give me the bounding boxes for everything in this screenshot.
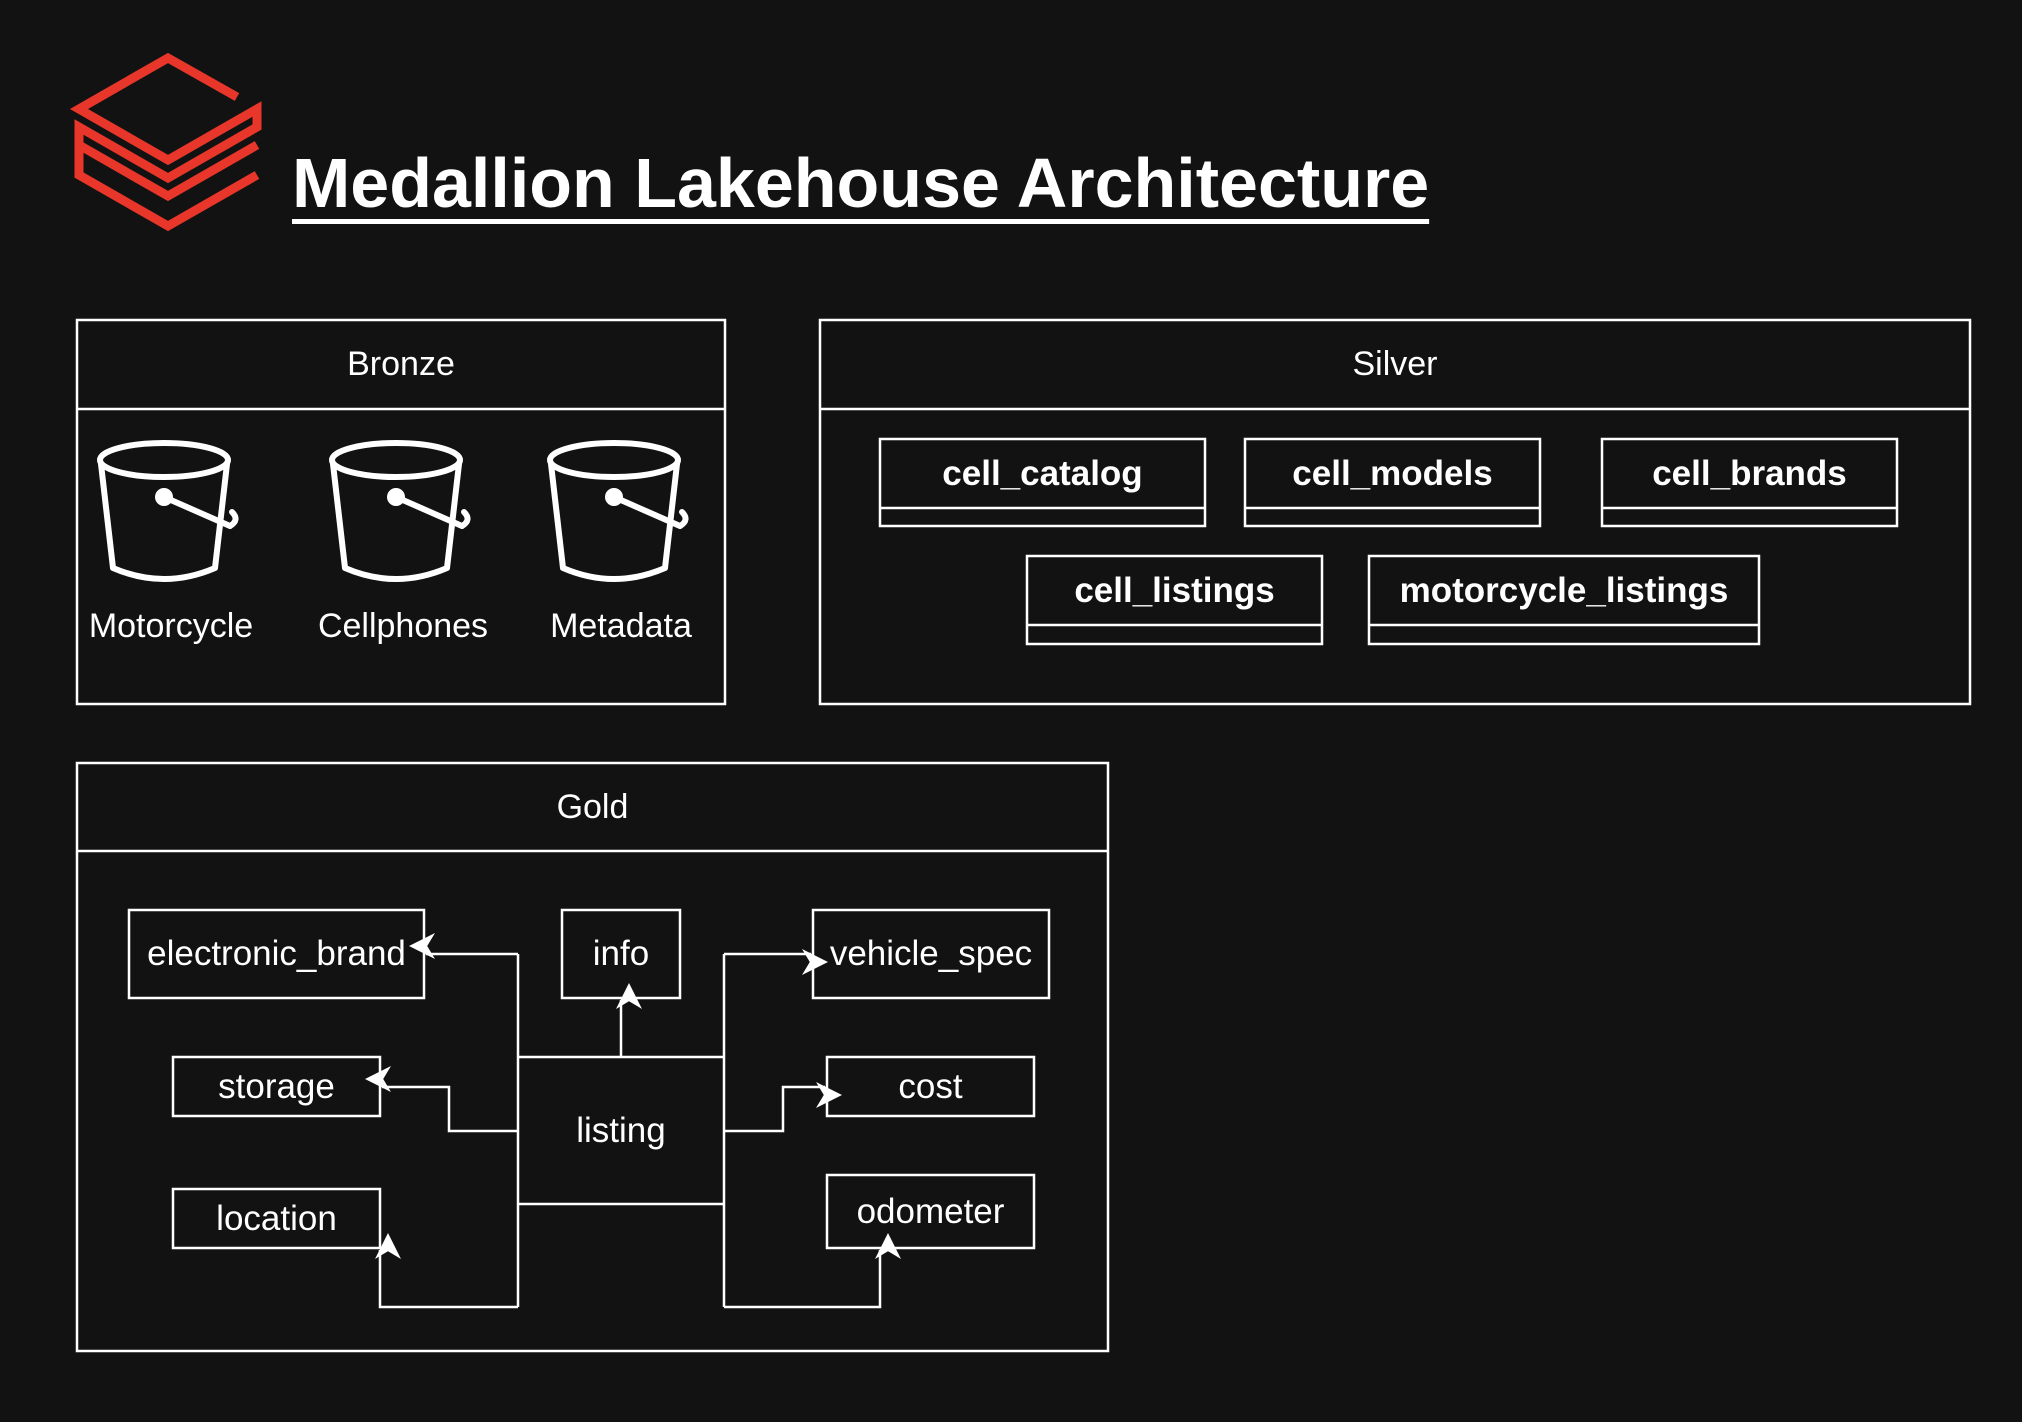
silver-panel — [818, 318, 1972, 706]
silver-table-cell-listings: cell_listings — [1074, 570, 1275, 610]
page-title: Medallion Lakehouse Architecture — [292, 144, 1430, 222]
gold-table-location: location — [216, 1198, 337, 1238]
gold-table-electronic-brand: electronic_brand — [147, 934, 406, 973]
silver-table-boxes — [878, 437, 1899, 646]
silver-table-cell-models: cell_models — [1292, 453, 1493, 493]
gold-table-odometer: odometer — [856, 1191, 1005, 1231]
bronze-panel — [75, 318, 727, 706]
bronze-title: Bronze — [347, 345, 455, 383]
arrow-to-storage — [365, 1066, 518, 1133]
silver-table-motorcycle-listings: motorcycle_listings — [1399, 570, 1729, 610]
arrow-to-odometer — [724, 1233, 901, 1309]
gold-table-storage: storage — [218, 1066, 335, 1106]
bucket-icon — [97, 440, 239, 582]
gold-table-cost: cost — [898, 1066, 963, 1106]
bucket-label-cellphones: Cellphones — [317, 607, 489, 645]
gold-panel — [75, 761, 1110, 1353]
gold-table-info: info — [592, 934, 650, 973]
gold-center-listing: listing — [576, 1110, 666, 1150]
bucket-label-metadata: Metadata — [550, 607, 692, 645]
bucket-icon — [329, 440, 471, 582]
gold-arrows — [365, 933, 901, 1309]
bucket-label-motorcycle: Motorcycle — [88, 607, 254, 645]
gold-table-vehicle-spec: vehicle_spec — [829, 934, 1033, 973]
arrow-to-location — [375, 1233, 518, 1309]
databricks-logo-icon — [69, 52, 262, 232]
gold-title: Gold — [556, 787, 629, 826]
bucket-icon — [547, 440, 689, 582]
silver-table-cell-brands: cell_brands — [1652, 453, 1847, 493]
silver-title: Silver — [1352, 345, 1438, 383]
arrow-to-cost — [724, 1082, 842, 1133]
silver-table-cell-catalog: cell_catalog — [942, 453, 1143, 493]
